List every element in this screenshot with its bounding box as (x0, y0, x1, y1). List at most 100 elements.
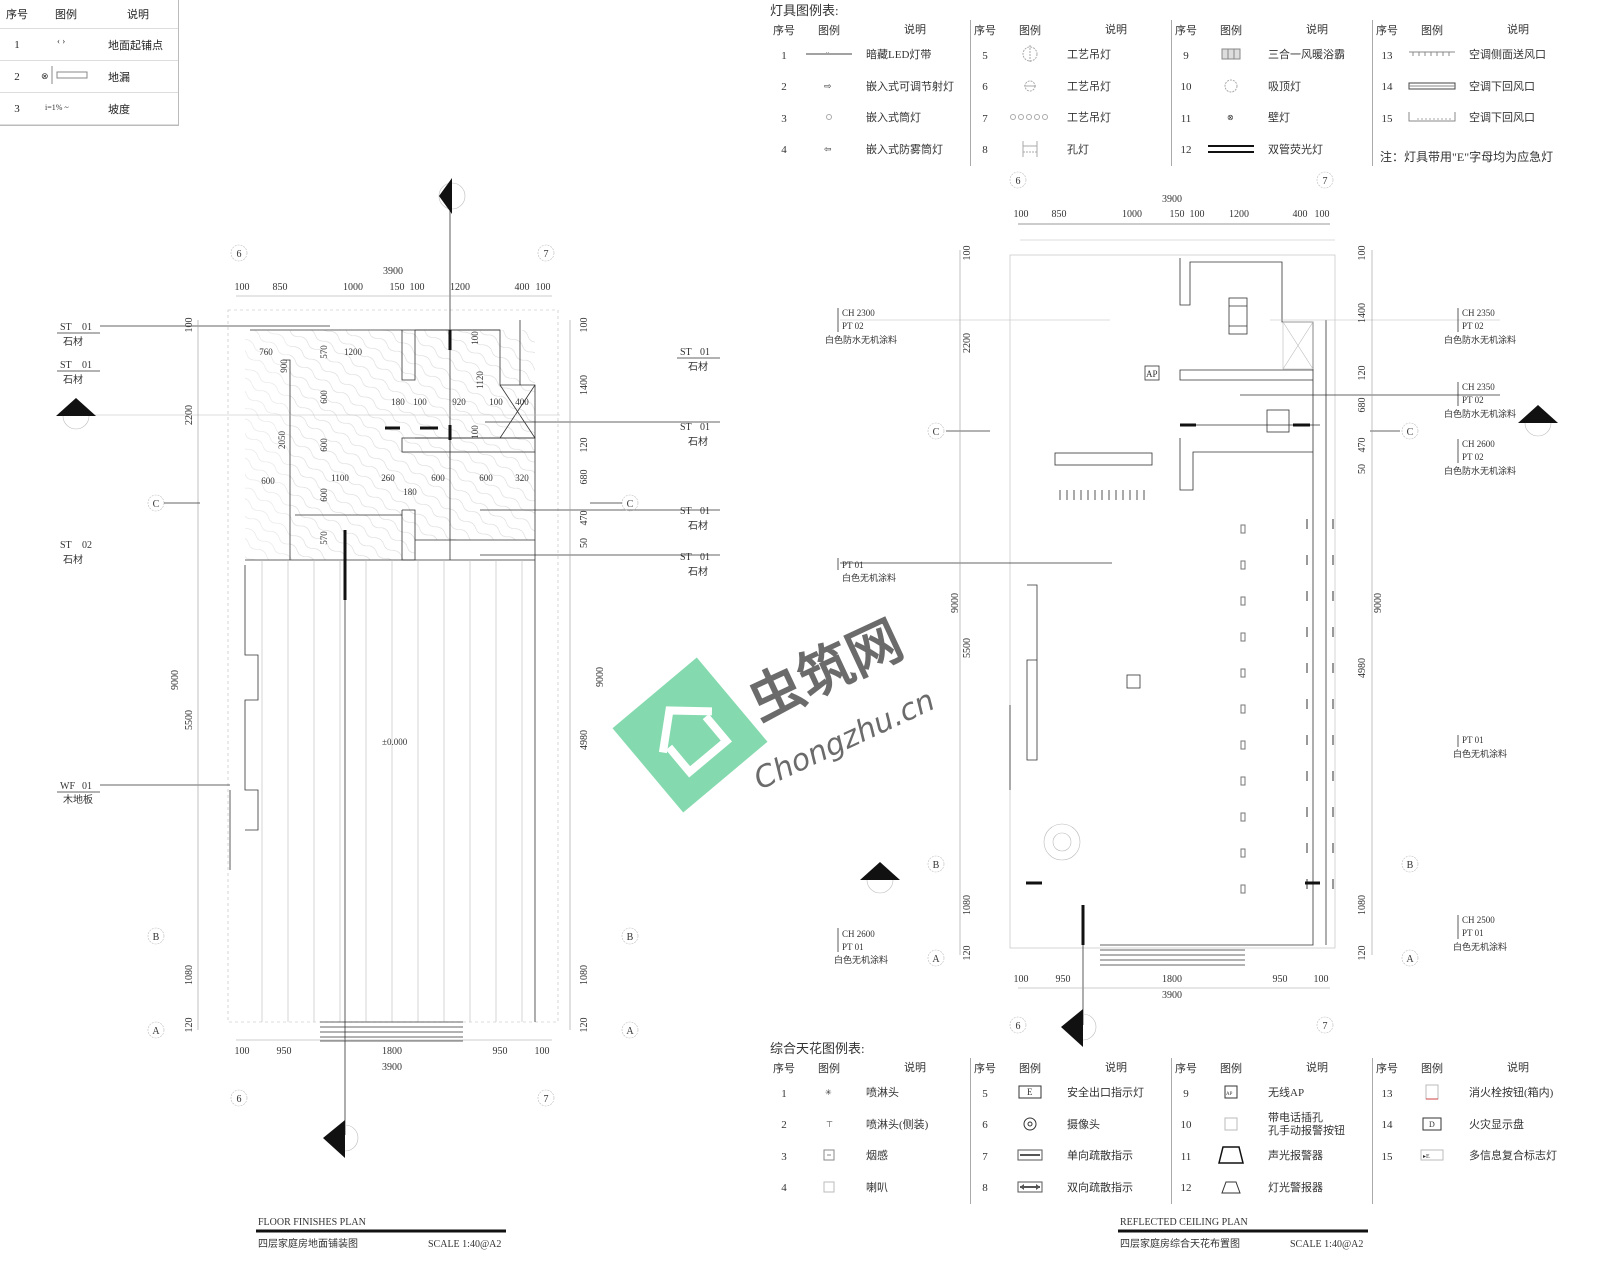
tag-num: 01 (82, 781, 92, 792)
svg-text:✳: ✳ (825, 1088, 832, 1097)
bath-heater-icon (1206, 45, 1256, 66)
dim: 50 (1357, 464, 1368, 474)
watermark-logo: 虫筑网 Chongzhu.cn (612, 608, 940, 813)
grid-bubble-c-right: C (590, 494, 639, 512)
dim: 100 (1014, 974, 1029, 985)
fog-downlight-icon: ⇦ (804, 140, 854, 161)
section-marker-left[interactable] (56, 398, 96, 430)
legend-desc: 喷淋头 (866, 1087, 899, 1100)
legend-row: 12 灯光警报器 (1172, 1173, 1372, 1205)
legend-no: 1 (781, 1087, 787, 1100)
grid-bubble-6-bottom: 6 (230, 1089, 248, 1107)
dim: 5500 (962, 638, 973, 658)
tag-ceiling-height: CH 2350 (1462, 308, 1495, 318)
grid-bubble-6-top: 6 (1009, 171, 1027, 189)
stone-area-left (245, 330, 290, 560)
dim: 100 (535, 1046, 550, 1057)
legend-desc: 工艺吊灯 (1067, 49, 1111, 62)
legend-symbol (1401, 45, 1463, 66)
grid-bubble-a-right: A (621, 1021, 639, 1039)
section-marker-bottom[interactable] (1061, 1009, 1097, 1047)
grid-label: C (627, 499, 634, 510)
grid-label: C (153, 499, 160, 510)
legend-desc: 灯光警报器 (1268, 1181, 1323, 1194)
legend-desc: 双向疏散指示 (1067, 1181, 1133, 1194)
downlight-icon (1240, 668, 1246, 678)
ceiling-section-lines (1026, 423, 1320, 1025)
tag-num: 01 (700, 347, 710, 358)
legend-header: 序号图例说明 (971, 20, 1171, 40)
grid-label: B (933, 860, 940, 871)
legend-no: 13 (1381, 1087, 1393, 1100)
header-symbol: 图例 (55, 9, 77, 21)
tag-ceiling-height: CH 2600 (1462, 439, 1495, 449)
tag-material: 石材 (688, 519, 708, 532)
legend-symbol (1401, 77, 1463, 98)
floor-drain-icon: ⊗ (41, 66, 91, 87)
hydrant-button-icon (1407, 1083, 1457, 1104)
floor-level-mark: ±0.000 (382, 737, 408, 747)
tag-code: ST (60, 540, 72, 551)
section-marker-top[interactable] (438, 178, 466, 214)
legend-desc: 安全出口指示灯 (1067, 1087, 1144, 1100)
header-no: 序号 (1376, 25, 1398, 37)
legend-symbol (1200, 77, 1262, 98)
two-way-arrow-icon (1005, 1178, 1055, 1199)
legend-desc: 空调下回风口 (1469, 112, 1535, 125)
tag-code: ST (60, 322, 72, 333)
legend-desc: 无线AP (1268, 1087, 1305, 1100)
dim: 4980 (579, 730, 590, 750)
section-marker-left[interactable] (860, 862, 900, 894)
grid-label: 7 (544, 1094, 549, 1105)
legend-symbol (798, 1146, 860, 1167)
smoke-detector-icon (1126, 674, 1141, 689)
tag-material: 白色无机涂料 (1453, 748, 1507, 759)
section-marker-bottom[interactable] (323, 1120, 359, 1158)
pendant-lamp-icon (1043, 823, 1081, 861)
grid-label: 6 (1016, 176, 1021, 187)
legend-no: 7 (982, 1150, 988, 1163)
dim: 600 (319, 438, 329, 452)
tag-paint: PT 01 (1462, 735, 1484, 745)
grid-label: B (627, 932, 634, 943)
dim: 1100 (331, 473, 349, 483)
section-marker-right[interactable] (1518, 405, 1558, 437)
floor-plan-title-block: FLOOR FINISHES PLAN 四层家庭房地面铺装图 SCALE 1:4… (256, 1217, 506, 1250)
tag-num: 01 (82, 360, 92, 371)
multi-sign-icon: ▸E (1407, 1146, 1457, 1167)
legend-no: 3 (781, 1150, 787, 1163)
legend-symbol (1200, 45, 1262, 66)
slope-icon: i=1% ~ (41, 98, 91, 119)
ceiling-dimension-lines (959, 223, 1373, 989)
legend-no: 12 (1180, 1182, 1192, 1195)
dim: 600 (431, 473, 445, 483)
legend-no: 2 (781, 81, 787, 94)
dim: 950 (1056, 974, 1071, 985)
grid-bubble-b-right: B (621, 927, 639, 945)
legend-no: 1 (781, 49, 787, 62)
dim-left-total: 9000 (170, 670, 181, 690)
dim: 1080 (1357, 895, 1368, 915)
dim: 150 (1170, 209, 1185, 220)
legend-no: 5 (982, 1087, 988, 1100)
dim: 100 (536, 282, 551, 293)
legend-desc: 声光报警器 (1268, 1150, 1323, 1163)
tag-material: 白色防水无机涂料 (1444, 408, 1516, 419)
ceiling-legend-title: 综合天花图例表: (770, 1041, 865, 1056)
exit-sign-icon: E (1005, 1083, 1055, 1104)
tag-material: 石材 (63, 553, 83, 566)
